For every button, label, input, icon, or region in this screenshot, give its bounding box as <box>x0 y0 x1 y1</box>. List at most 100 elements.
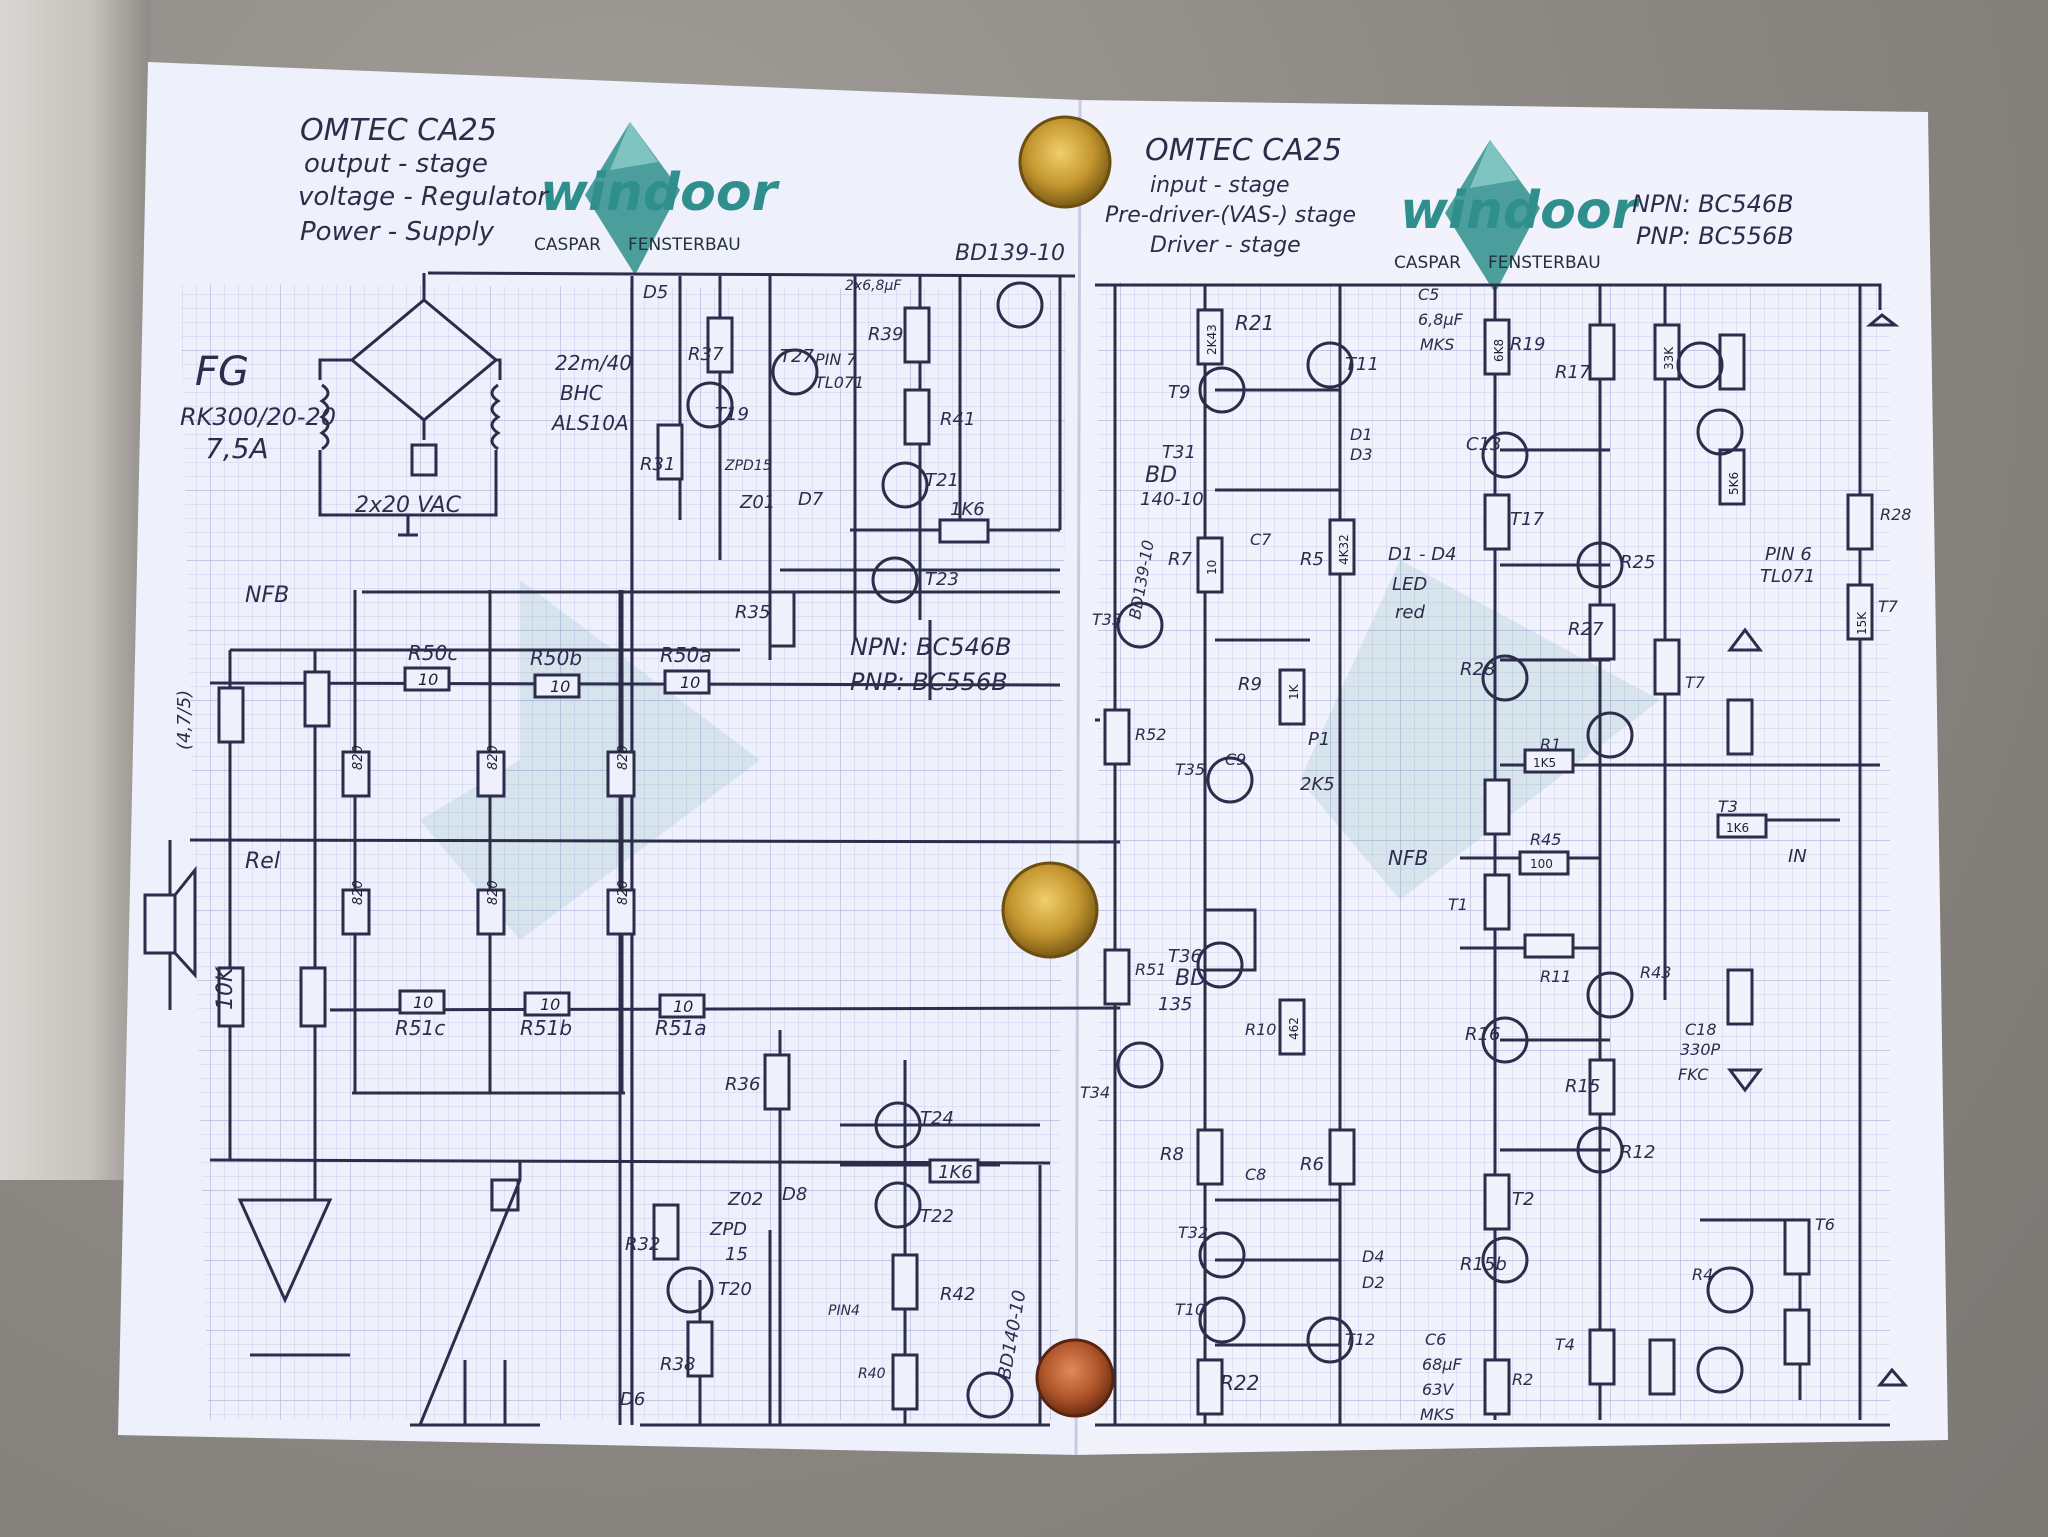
r32 <box>652 1203 680 1261</box>
r51 <box>1103 948 1131 1006</box>
npn-type-left: NPN: BC546B <box>850 633 1012 661</box>
r41 <box>903 388 931 446</box>
tl071-label: TL071 <box>815 373 864 392</box>
r37 <box>706 316 734 374</box>
label-r12: R11 <box>1540 967 1571 986</box>
label-r18: T4 <box>1555 1335 1575 1354</box>
title-right: OMTEC CA25 input - stage Pre-driver-(VAS… <box>1105 133 1356 258</box>
r50c-value: 10 <box>418 670 438 689</box>
logo-brand: windoor <box>1400 181 1641 241</box>
r5 <box>1328 518 1356 576</box>
left-resistors <box>217 306 990 1411</box>
label-r28: T7 <box>1878 597 1899 616</box>
r4 <box>1483 1173 1511 1231</box>
label-r8: R8 <box>1160 1144 1184 1165</box>
label-t7: C13 <box>1466 434 1501 455</box>
r-base-2-value: 820 <box>486 745 501 770</box>
r47-value: (4,7/5) <box>174 690 195 750</box>
pnp-type-right: PNP: BC556B <box>1636 222 1794 250</box>
label-d4: D4 <box>1362 1247 1385 1266</box>
transistor-t16 <box>1696 1346 1744 1394</box>
transistor-t10 <box>1198 1296 1246 1344</box>
r51b-value: 10 <box>540 995 560 1014</box>
secondary-voltage: 2x20 VAC <box>355 493 462 518</box>
r6 <box>1328 1128 1356 1186</box>
label-r31: R31 <box>640 454 675 475</box>
r9 <box>1278 668 1306 726</box>
label-t24: T24 <box>920 1108 954 1129</box>
label-r45: T7 <box>1685 673 1706 692</box>
r7-value: 10 <box>1205 560 1219 575</box>
r12 <box>1523 933 1575 959</box>
label-r43: T3 <box>1718 797 1738 816</box>
label-t20: T20 <box>718 1279 752 1300</box>
pin6-tl071: TL071 <box>1760 566 1815 587</box>
label-r4: T2 <box>1512 1189 1534 1210</box>
nfb-right: NFB <box>1388 846 1428 870</box>
coin-middle <box>1001 861 1099 959</box>
label-r37: R37 <box>688 344 724 365</box>
title-right-line3: Pre-driver-(VAS-) stage <box>1105 203 1356 228</box>
r-base-4 <box>341 888 371 936</box>
t36-bd: BD <box>1175 966 1207 991</box>
label-r7: R7 <box>1168 549 1193 570</box>
transistor-t9 <box>1198 366 1246 414</box>
r44 <box>1518 850 1570 876</box>
r5-value: 4K32 <box>1337 534 1351 565</box>
transistor-t2 <box>1586 971 1634 1019</box>
label-r39: R39 <box>868 324 903 345</box>
transistor-t34 <box>1116 1041 1164 1089</box>
transformer-part: RK300/20-20 <box>180 403 336 431</box>
label-z02: Z02 <box>727 1189 763 1210</box>
label-t12: T12 <box>1345 1330 1375 1349</box>
title-left-line3: voltage - Regulator <box>298 182 550 212</box>
r40-label: R40 <box>858 1366 886 1382</box>
r51b <box>523 991 571 1017</box>
r1 <box>1588 603 1616 661</box>
c6-label: C6 <box>1425 1330 1446 1349</box>
r-base-1-value: 820 <box>351 745 366 770</box>
label-t33: T33 <box>1092 610 1122 629</box>
title-right-line1: OMTEC CA25 <box>1145 133 1342 168</box>
label-r22: R22 <box>1220 1371 1259 1395</box>
r-base-3-value: 820 <box>616 745 631 770</box>
transistor-t23 <box>871 556 919 604</box>
r48-value: 10K <box>213 966 238 1010</box>
r17 <box>1588 323 1616 381</box>
zpd-value: 15 <box>725 1244 748 1265</box>
p1-label: P1 <box>1308 729 1330 750</box>
pin6-label: PIN 6 <box>1765 544 1812 565</box>
r30 <box>1783 1308 1811 1366</box>
c18-value: 330P <box>1680 1040 1721 1059</box>
label-t35: T35 <box>1175 760 1205 779</box>
r-base-6 <box>606 888 636 936</box>
r26 <box>1783 1218 1811 1276</box>
r-base-1 <box>341 750 371 798</box>
r50b <box>533 673 581 699</box>
label-r10: R10 <box>1245 1020 1276 1039</box>
transistor-t6 <box>1576 1126 1624 1174</box>
transistor-t25 <box>996 281 1044 329</box>
r-base-4-value: 820 <box>351 880 366 905</box>
r10 <box>1278 998 1306 1056</box>
r40 <box>891 1353 919 1411</box>
r42-label: R42 <box>940 1284 975 1305</box>
windoor-logo-right: windoor CASPAR FENSTERBAU <box>1394 140 1641 293</box>
label-t34: T34 <box>1080 1083 1110 1102</box>
label-r16: T1 <box>1448 895 1468 914</box>
label-t3: R28 <box>1460 659 1495 680</box>
r48 <box>217 966 245 1028</box>
r49 <box>299 966 327 1028</box>
input-label: IN <box>1788 846 1807 867</box>
r10-value: 462 <box>1287 1017 1301 1040</box>
right-resistors <box>1103 308 1874 1416</box>
label-c7: C7 <box>1250 530 1272 549</box>
title-left: OMTEC CA25 output - stage voltage - Regu… <box>298 113 550 247</box>
r25-value: 5K6 <box>1727 472 1741 495</box>
caps-note: 2x6,8µF <box>845 278 902 294</box>
label-d8: D8 <box>782 1184 807 1205</box>
r11 <box>1523 748 1575 774</box>
label-r6: R6 <box>1300 1154 1324 1175</box>
label-r38: R38 <box>660 1354 695 1375</box>
transistor-t11 <box>1306 341 1354 389</box>
